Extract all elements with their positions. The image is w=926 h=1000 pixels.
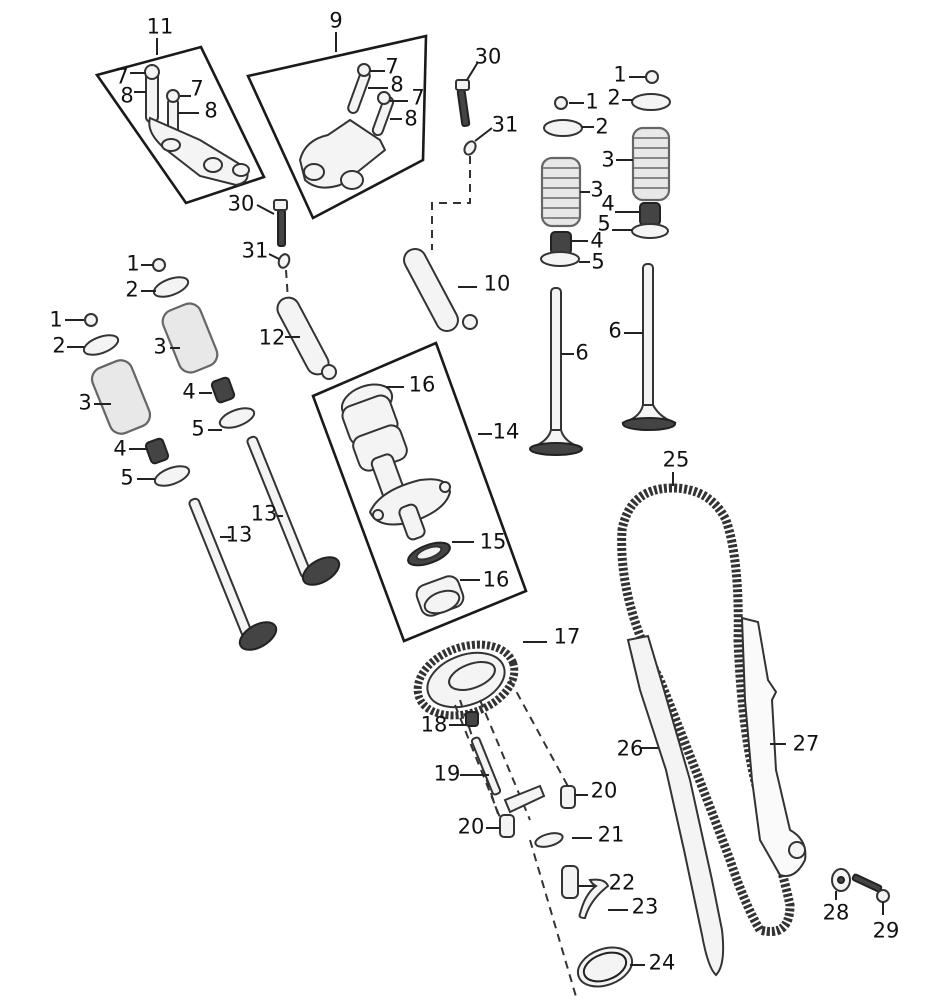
chain-tensioner-guide-27: [740, 616, 807, 877]
callout-5: 5: [591, 249, 605, 274]
callout-19: 19: [433, 761, 461, 786]
valve-stack-right-outer: [612, 70, 677, 431]
callout-16-lower: 16: [482, 567, 510, 592]
callout-7: 7: [190, 76, 204, 101]
callout-4: 4: [113, 436, 127, 461]
callout-4: 4: [601, 191, 615, 216]
callout-11: 11: [146, 14, 174, 39]
callout-14: 14: [492, 419, 520, 444]
callout-4: 4: [590, 228, 604, 253]
callout-2: 2: [52, 333, 66, 358]
chain-guide-26: [626, 634, 725, 977]
callout-3: 3: [153, 334, 167, 359]
callout-5: 5: [597, 211, 611, 236]
callout-2: 2: [595, 114, 609, 139]
callout-26: 26: [616, 736, 644, 761]
callout-31-lower: 31: [241, 238, 269, 263]
callout-23: 23: [631, 894, 659, 919]
rocker-arm-assembly-9-box: [246, 32, 428, 220]
callout-15: 15: [479, 529, 507, 554]
callout-13: 13: [225, 522, 253, 547]
callout-2: 2: [125, 277, 139, 302]
rocker-arm-assembly-11-box: [94, 38, 266, 205]
callout-5: 5: [191, 416, 205, 441]
callout-20-left: 20: [457, 814, 485, 839]
tensioner-bolt-29: [851, 873, 890, 915]
callout-16-upper: 16: [408, 372, 436, 397]
cam-sprocket-17: [413, 640, 547, 720]
valve-stack-right-inner: [529, 96, 594, 456]
callout-21: 21: [597, 822, 625, 847]
callout-3: 3: [590, 177, 604, 202]
callout-24: 24: [648, 950, 676, 975]
callout-4: 4: [182, 379, 196, 404]
callout-29: 29: [872, 918, 900, 943]
callout-7: 7: [115, 64, 129, 89]
rocker-shaft-12: [276, 296, 337, 380]
callout-1: 1: [585, 89, 599, 114]
sprocket-fasteners: [449, 679, 645, 1000]
callout-2: 2: [607, 85, 621, 110]
callout-13: 13: [250, 501, 278, 526]
callout-1: 1: [49, 307, 63, 332]
callout-6: 6: [575, 340, 589, 365]
tensioner-bushing-28: [831, 868, 851, 900]
callout-3: 3: [601, 147, 615, 172]
callout-31-upper: 31: [491, 112, 519, 137]
callout-5: 5: [120, 465, 134, 490]
callout-8: 8: [390, 72, 404, 97]
valve-stack-left-inner: [141, 258, 341, 586]
callout-12: 12: [258, 325, 286, 350]
callout-8: 8: [404, 106, 418, 131]
callout-18: 18: [420, 712, 448, 737]
callout-6: 6: [608, 318, 622, 343]
camshaft-assembly-14-box: [311, 341, 528, 643]
callout-27: 27: [792, 731, 820, 756]
washer-31-upper: [431, 127, 493, 250]
callout-30-lower: 30: [227, 191, 255, 216]
callout-7: 7: [411, 85, 425, 110]
callout-20-right: 20: [590, 778, 618, 803]
callout-1: 1: [613, 62, 627, 87]
callout-22: 22: [608, 870, 636, 895]
bolt-30-lower: [256, 199, 288, 247]
callout-8: 8: [120, 83, 134, 108]
callout-7: 7: [385, 54, 399, 79]
callout-30-upper: 30: [474, 44, 502, 69]
washer-31-lower: [268, 253, 291, 301]
callout-3: 3: [78, 390, 92, 415]
callout-1: 1: [126, 251, 140, 276]
callout-9: 9: [329, 8, 343, 33]
valve-stack-left-outer: [65, 313, 278, 651]
callout-10: 10: [483, 271, 511, 296]
bolt-30-upper: [455, 61, 479, 127]
callout-17: 17: [553, 624, 581, 649]
rocker-shaft-10: [403, 247, 478, 333]
callout-28: 28: [822, 900, 850, 925]
timing-chain-25: [617, 472, 795, 936]
callout-8: 8: [204, 98, 218, 123]
callout-25: 25: [662, 447, 690, 472]
